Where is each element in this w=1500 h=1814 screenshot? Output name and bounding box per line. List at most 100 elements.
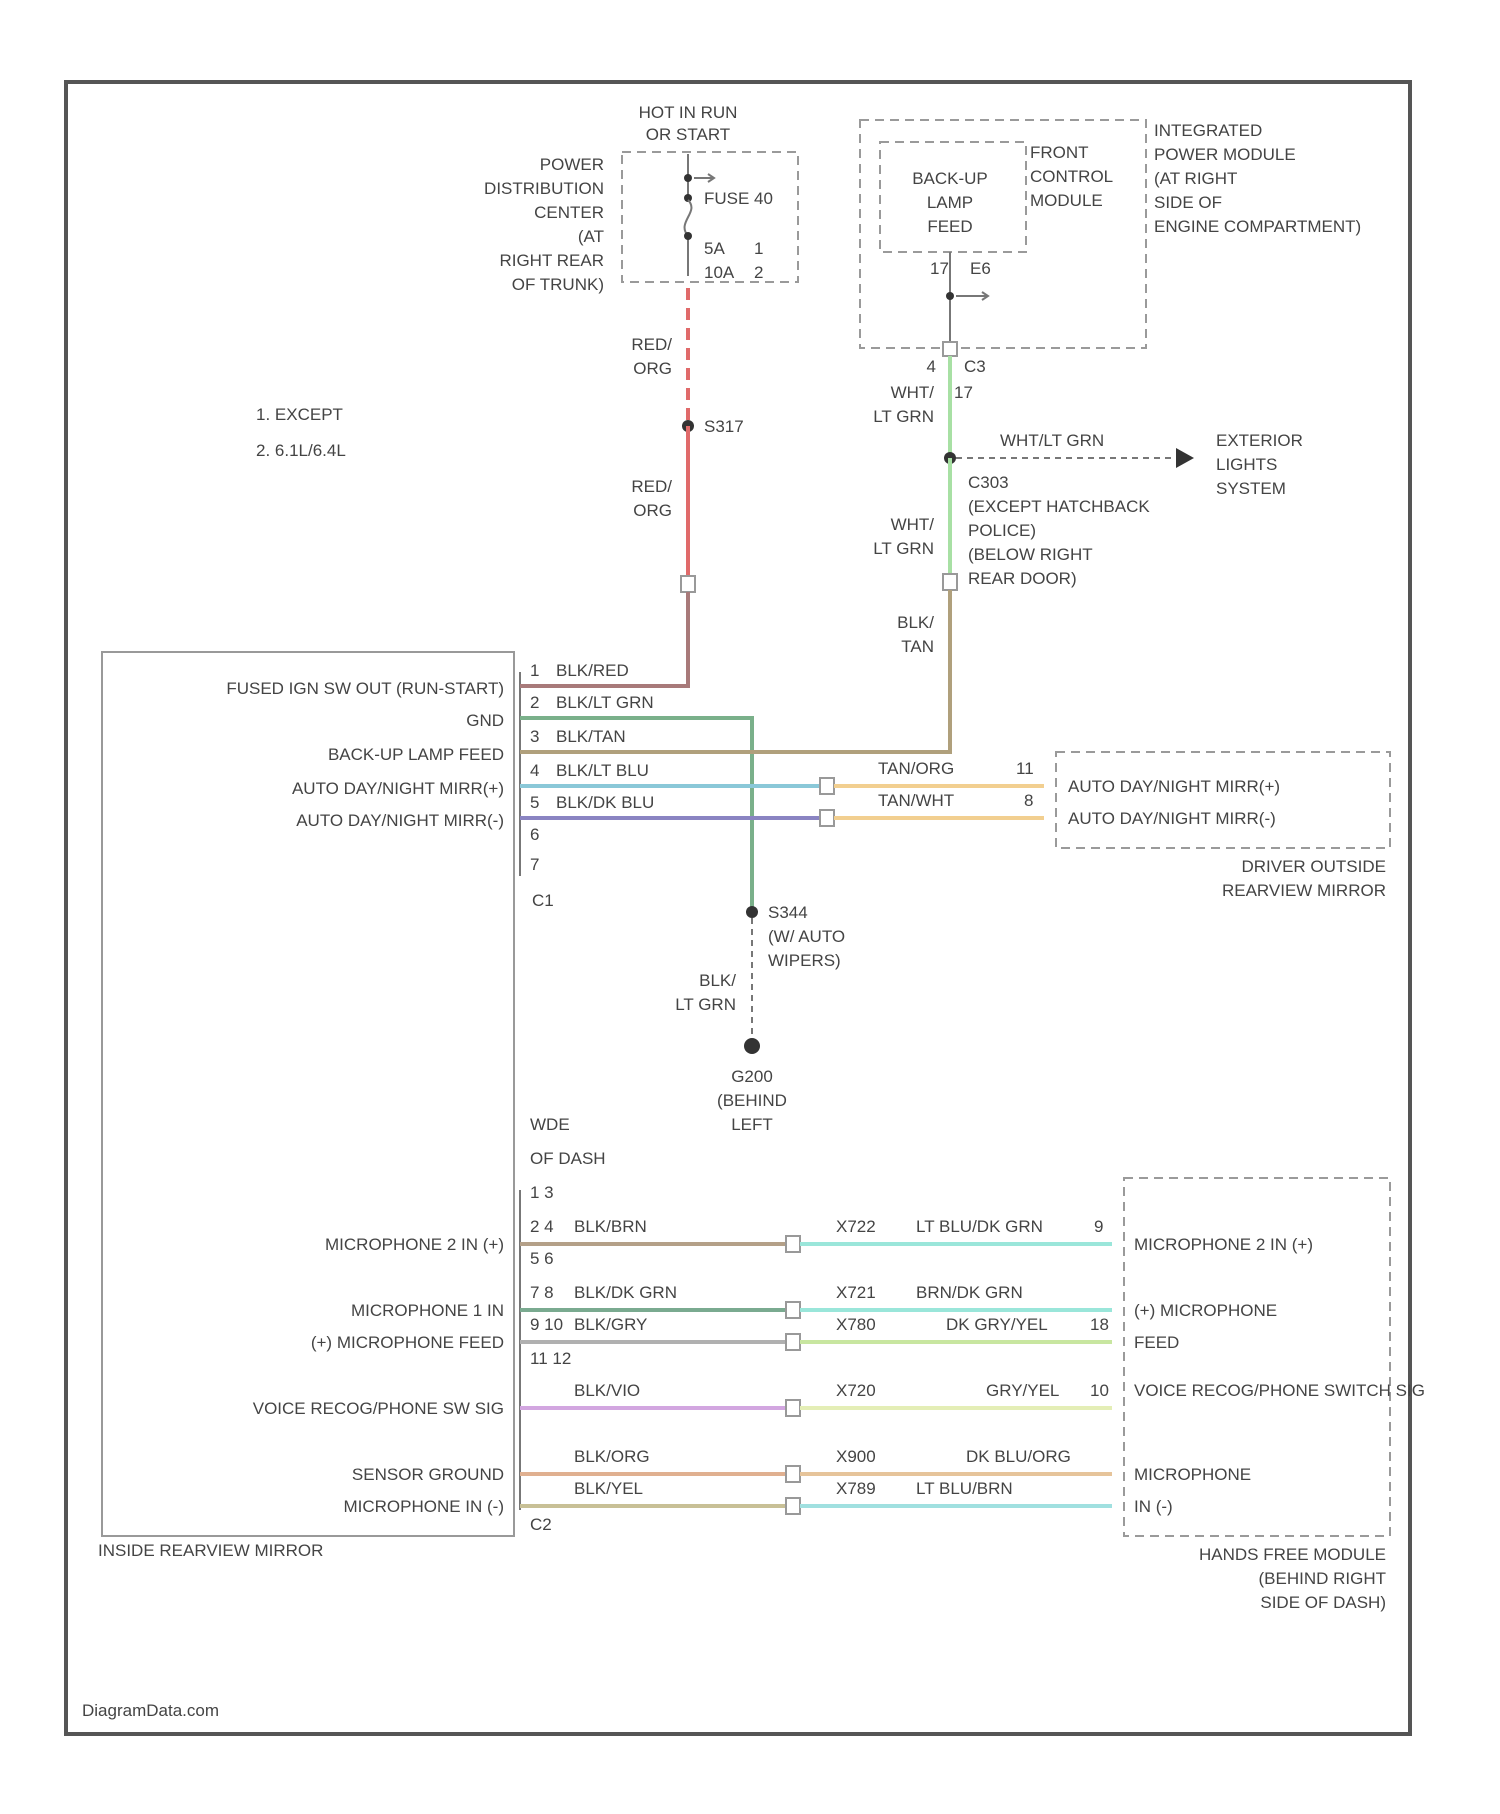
hfm-row-6-name: IN (-) <box>1134 1497 1173 1516</box>
c2-pin-row-3: 7 8 <box>530 1283 554 1302</box>
pdc-label-line5: RIGHT REAR <box>499 251 604 270</box>
pin-1-number: 1 <box>530 661 539 680</box>
hfm-label-3: SIDE OF DASH) <box>1260 1593 1386 1612</box>
note-1: 1. EXCEPT <box>256 405 343 424</box>
pdc-label-line4: (AT <box>578 227 604 246</box>
connector-hfm-1 <box>786 1236 800 1252</box>
pin-1-name: FUSED IGN SW OUT (RUN-START) <box>226 679 504 698</box>
spare-pin-7: 7 <box>530 855 539 874</box>
c2-pin-5-name: SENSOR GROUND <box>352 1465 504 1484</box>
feed-label-line2: LAMP <box>927 193 973 212</box>
watermark: DiagramData.com <box>82 1701 219 1720</box>
connector-hfm-3 <box>786 1334 800 1350</box>
hfm-row-6-circuit: X789 <box>836 1479 876 1498</box>
splice-s344 <box>746 906 758 918</box>
pin-2-name: GND <box>466 711 504 730</box>
hfm-row-5-name: MICROPHONE <box>1134 1465 1251 1484</box>
tan-wht-pin: 8 <box>1024 791 1033 810</box>
wire-red-org-upper-label-2: ORG <box>633 359 672 378</box>
note-2: 2. 6.1L/6.4L <box>256 441 346 460</box>
splice-s317-label: S317 <box>704 417 744 436</box>
c2-note-1: WDE <box>530 1115 570 1134</box>
hfm-row-1-wire: LT BLU/DK GRN <box>916 1217 1043 1236</box>
ground-wire-label-1: BLK/ <box>699 971 736 990</box>
ipm-pin-17: 17 <box>930 259 949 278</box>
fuse-rating-2: 10A <box>704 263 735 282</box>
c303-wire-below-2: TAN <box>901 637 934 656</box>
feed-label-line1: BACK-UP <box>912 169 988 188</box>
fuse-rating-1-note: 1 <box>754 239 763 258</box>
pdc-label-line6: OF TRUNK) <box>512 275 604 294</box>
ipm-terminal <box>946 292 954 300</box>
ground-wire-label-2: LT GRN <box>675 995 736 1014</box>
fcm-label-line2: CONTROL <box>1030 167 1113 186</box>
connector-hfm-5 <box>786 1466 800 1482</box>
fuse-rating-2-note: 2 <box>754 263 763 282</box>
pin-4-number: 4 <box>530 761 539 780</box>
hfm-row-4-pin: 10 <box>1090 1381 1109 1400</box>
driver-mirror-pin-plus: AUTO DAY/NIGHT MIRR(+) <box>1068 777 1280 796</box>
pdc-label-line3: CENTER <box>534 203 604 222</box>
c2-pin-3-name: (+) MICROPHONE FEED <box>311 1333 504 1352</box>
c2-pin-6-wire: BLK/YEL <box>574 1479 643 1498</box>
tan-org-wire-label: TAN/ORG <box>878 759 954 778</box>
c2-pin-3-wire: BLK/GRY <box>574 1315 647 1334</box>
c2-pin-2-name: MICROPHONE 1 IN <box>351 1301 504 1320</box>
c2-pin-1-name: MICROPHONE 2 IN (+) <box>325 1235 504 1254</box>
inside-rearview-mirror-label: INSIDE REARVIEW MIRROR <box>98 1541 323 1560</box>
c303-wire-above-1: WHT/ <box>891 515 935 534</box>
pin-3-number: 3 <box>530 727 539 746</box>
ipm-label-line4: SIDE OF <box>1154 193 1222 212</box>
c2-pin-6-name: MICROPHONE IN (-) <box>343 1497 504 1516</box>
wire-red-org-lower-label-2: ORG <box>633 501 672 520</box>
hfm-row-1-pin: 9 <box>1094 1217 1103 1236</box>
ipm-wire-label-2: LT GRN <box>873 407 934 426</box>
ipm-label-line5: ENGINE COMPARTMENT) <box>1154 217 1361 236</box>
c303-wire-below-1: BLK/ <box>897 613 934 632</box>
pdc-label-line1: POWER <box>540 155 604 174</box>
c2-pin-4-name: VOICE RECOG/PHONE SW SIG <box>253 1399 504 1418</box>
c2-pin-1-wire: BLK/BRN <box>574 1217 647 1236</box>
ground-note-2: LEFT <box>731 1115 773 1134</box>
tan-wht-wire-label: TAN/WHT <box>878 791 954 810</box>
c303-label-3: POLICE) <box>968 521 1036 540</box>
ipm-pin-ref: E6 <box>970 259 991 278</box>
fuse-terminal-top <box>684 174 692 182</box>
ground-id: G200 <box>731 1067 773 1086</box>
c303-label-2: (EXCEPT HATCHBACK <box>968 497 1150 516</box>
splice-s344-note-2: WIPERS) <box>768 951 841 970</box>
c303-label-4: (BELOW RIGHT <box>968 545 1093 564</box>
c2-top-pins: 1 3 <box>530 1183 554 1202</box>
c2-note-2: OF DASH <box>530 1149 606 1168</box>
c3-label: C3 <box>964 357 986 376</box>
connector-mirror-c1-b <box>820 810 834 826</box>
wire-red-org-upper-label-1: RED/ <box>631 335 672 354</box>
hot-label-line1: HOT IN RUN <box>639 103 738 122</box>
connector-hfm-6 <box>786 1498 800 1514</box>
c2-pin-5-wire: BLK/ORG <box>574 1447 650 1466</box>
splice-s344-label: S344 <box>768 903 808 922</box>
wire-blk-lt-grn <box>520 718 752 910</box>
pin-1-wire: BLK/RED <box>556 661 629 680</box>
hfm-row-6-wire: LT BLU/BRN <box>916 1479 1013 1498</box>
fuse-terminal-low <box>684 232 692 240</box>
pin-5-name: AUTO DAY/NIGHT MIRR(-) <box>296 811 504 830</box>
tan-org-pin: 11 <box>1016 759 1034 778</box>
ipm-label-line1: INTEGRATED <box>1154 121 1262 140</box>
c2-pin-row-1: 2 4 <box>530 1217 554 1236</box>
hfm-row-2-wire: BRN/DK GRN <box>916 1283 1023 1302</box>
fuse-rating-1: 5A <box>704 239 725 258</box>
c303-wire-above-2: LT GRN <box>873 539 934 558</box>
c2-pin-4-wire: BLK/VIO <box>574 1381 640 1400</box>
hfm-row-1-name: MICROPHONE 2 IN (+) <box>1134 1235 1313 1254</box>
hfm-row-3-pin: 18 <box>1090 1315 1109 1334</box>
connector-red-org <box>681 576 695 592</box>
exterior-label-line2: LIGHTS <box>1216 455 1277 474</box>
connector-c3 <box>943 342 957 356</box>
c2-label: C2 <box>530 1515 552 1534</box>
fuse-label: FUSE 40 <box>704 189 773 208</box>
connector-hfm-4 <box>786 1400 800 1416</box>
pin-4-wire: BLK/LT BLU <box>556 761 649 780</box>
pin-5-number: 5 <box>530 793 539 812</box>
